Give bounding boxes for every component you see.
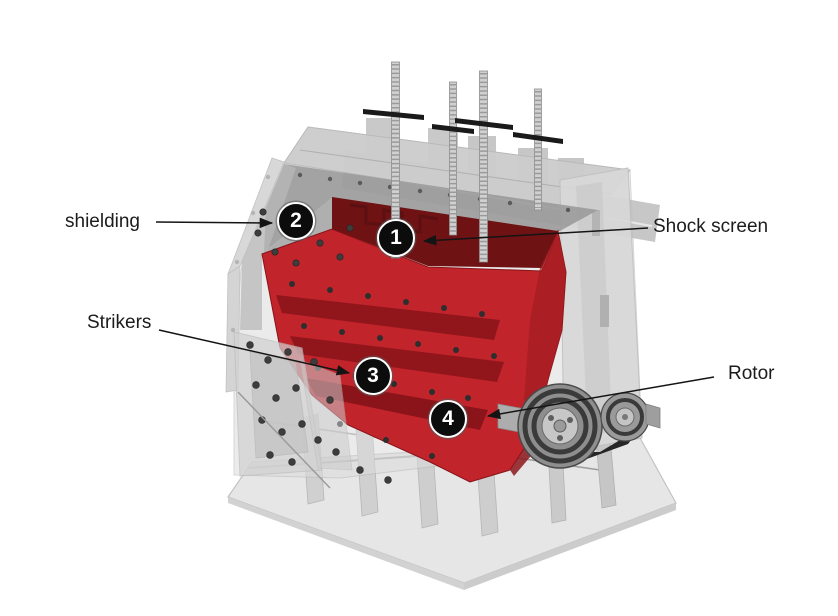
pulley-drive xyxy=(497,383,661,469)
label-shock-screen: Shock screen xyxy=(653,216,769,237)
badge-shock-screen: 1 xyxy=(377,219,415,257)
arrow-shock-screen xyxy=(422,227,649,246)
panel-bolts xyxy=(246,341,392,484)
label-rotor: Rotor xyxy=(728,363,775,384)
rod-3 xyxy=(455,70,513,263)
small-pulley xyxy=(600,392,650,442)
badge-strikers: 3 xyxy=(354,357,392,395)
arrow-strikers xyxy=(158,329,351,376)
arrow-rotor xyxy=(486,376,715,420)
big-pulley xyxy=(517,383,603,469)
badge-rotor: 4 xyxy=(429,400,467,438)
callout-arrows xyxy=(155,217,715,420)
label-shielding: shielding xyxy=(65,211,140,232)
label-strikers: Strikers xyxy=(87,312,152,333)
left-front-panels xyxy=(233,208,392,489)
rod-4 xyxy=(513,88,563,211)
arrow-shielding xyxy=(155,217,274,229)
rotor-part xyxy=(524,231,566,430)
rod-2 xyxy=(432,81,474,236)
badge-shielding: 2 xyxy=(277,202,315,240)
